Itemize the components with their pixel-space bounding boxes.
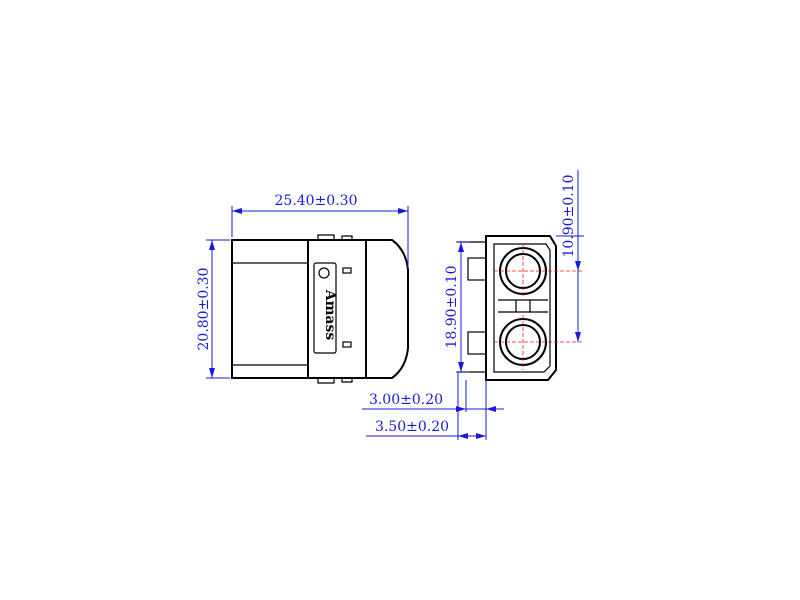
side-view-logo-circle — [318, 267, 330, 279]
side-view-logo-frame — [313, 262, 337, 354]
dim-pin-pitch-text: 18.90±0.10 — [444, 266, 460, 349]
dim-pitch-arrow-top — [458, 242, 464, 252]
dim-spacing-arrow-right — [476, 433, 486, 439]
side-view-slot-top — [342, 267, 352, 274]
dim-pin-offset-text: 10.90±0.10 — [561, 175, 577, 258]
dim-overall-length-text: 25.40±0.30 — [275, 193, 358, 209]
side-view-top-latch — [317, 234, 353, 240]
dim-height-arrow-bottom — [209, 368, 215, 378]
dim-length-arrow-left — [232, 208, 242, 214]
front-view — [458, 235, 584, 381]
side-view-dimensions: 25.40±0.30 20.80±0.30 — [196, 193, 409, 379]
dim-offset-arrow-bottom — [575, 332, 581, 342]
side-view-bottom-latch — [317, 378, 353, 384]
brand-mark-text: Amass — [322, 289, 338, 341]
front-view-dimensions: 18.90±0.10 10.90±0.10 3.00±0.20 3.50±0.2… — [362, 170, 584, 440]
dim-width-arrow-right — [486, 406, 496, 412]
dim-pin-width-text: 3.00±0.20 — [369, 392, 443, 408]
front-view-center-key — [498, 299, 548, 313]
side-view-front-cap — [366, 239, 409, 379]
side-view-middle-housing — [307, 239, 367, 379]
dim-spacing-arrow-left — [458, 433, 468, 439]
side-view-slot-bottom — [342, 341, 352, 348]
dim-length-arrow-right — [398, 208, 408, 214]
dim-offset-arrow-top — [575, 261, 581, 271]
dim-pin-spacing-text: 3.50±0.20 — [375, 419, 449, 435]
front-view-pin-tab-lower — [467, 331, 487, 355]
dim-height-arrow-top — [209, 240, 215, 250]
front-view-pin-tab-upper — [467, 257, 487, 281]
side-view-rear-body — [231, 239, 309, 379]
dim-overall-height-text: 20.80±0.30 — [196, 268, 212, 351]
side-view: Amass — [231, 234, 409, 384]
dim-pitch-arrow-bottom — [458, 362, 464, 372]
front-view-inner-outline — [493, 243, 551, 373]
